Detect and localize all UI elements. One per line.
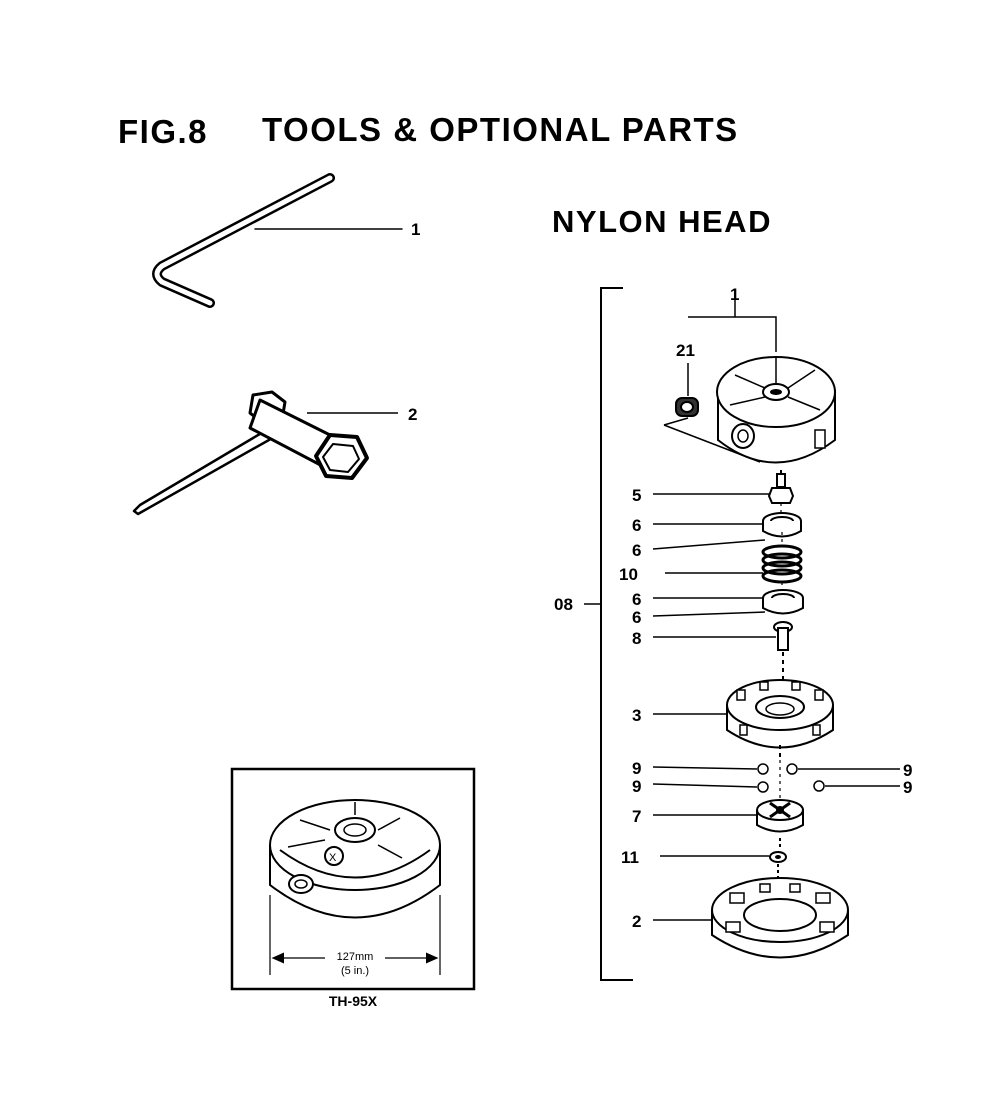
- nylon-head-title: NYLON HEAD: [552, 204, 772, 239]
- part-spring: [761, 544, 803, 584]
- callout-6b: 6: [632, 541, 641, 560]
- option-model: TH-95X: [329, 993, 378, 1009]
- callout-6c: 6: [632, 590, 641, 609]
- callout-9b: 9: [632, 777, 641, 796]
- callout-9d: 9: [903, 778, 912, 797]
- callout-6d: 6: [632, 608, 641, 627]
- cover-leader-lines: [663, 300, 777, 463]
- part-balls: [757, 763, 825, 793]
- dimension-in: (5 in.): [341, 965, 369, 977]
- callout-8: 8: [632, 629, 641, 648]
- leader-6d: [652, 611, 766, 617]
- callout-11: 11: [621, 848, 639, 867]
- leader-9a: [652, 766, 758, 770]
- figure-number: FIG.8: [118, 113, 208, 150]
- part-washers-upper: [762, 512, 802, 538]
- part-washer: [769, 851, 787, 880]
- figure-title: TOOLS & OPTIONAL PARTS: [262, 111, 739, 148]
- part-cover: [716, 356, 836, 464]
- callout-9a: 9: [632, 759, 641, 778]
- leader-9b: [652, 783, 758, 788]
- part-housing: [711, 877, 849, 959]
- hex-wrench-callout: 1: [411, 220, 420, 239]
- callout-2: 2: [632, 912, 641, 931]
- part-spool: [726, 679, 834, 760]
- socket-wrench: [132, 390, 398, 516]
- optional-nylon-head: X: [269, 799, 441, 975]
- assembly-callout: 08: [554, 595, 573, 614]
- callout-9c: 9: [903, 761, 912, 780]
- dimension-mm: 127mm: [337, 951, 374, 963]
- assembly-axis: [779, 503, 783, 800]
- callout-5: 5: [632, 486, 641, 505]
- callout-1: 1: [730, 285, 739, 304]
- callout-7: 7: [632, 807, 641, 826]
- assembly-bracket: [584, 287, 633, 981]
- svg-text:X: X: [329, 852, 337, 864]
- callout-21: 21: [676, 341, 695, 360]
- dimension-label-background: [325, 950, 385, 964]
- socket-wrench-callout: 2: [408, 405, 417, 424]
- callout-6a: 6: [632, 516, 641, 535]
- callout-10: 10: [619, 565, 638, 584]
- part-eyelet-knob: [675, 397, 699, 417]
- part-bolt: [767, 470, 795, 504]
- leader-6b: [652, 539, 766, 550]
- part-hub: [756, 799, 804, 850]
- part-shaft: [773, 621, 793, 680]
- part-washers-lower: [762, 589, 804, 615]
- hex-wrench: [152, 173, 403, 308]
- callout-3: 3: [632, 706, 641, 725]
